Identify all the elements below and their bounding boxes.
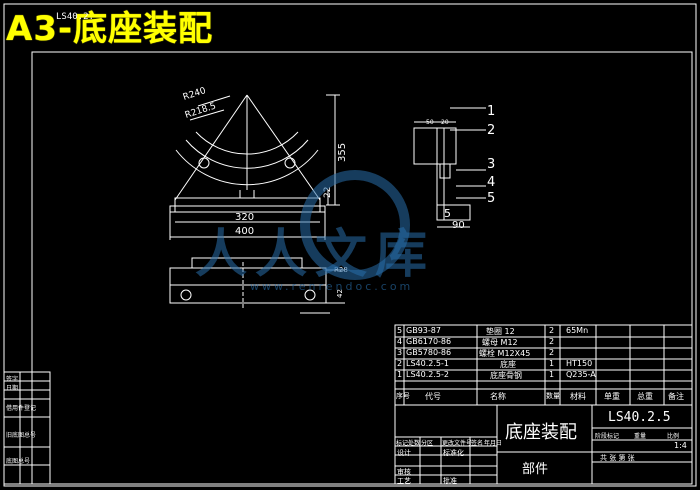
bom-row-2-material: HT150 [566,359,593,368]
bom-row-3-no: 3 [397,348,403,357]
balloon-5: 5 [487,191,495,206]
role-design: 设计 [397,449,411,457]
bom-row-2-code: LS40.2.5-1 [406,359,449,368]
bom-header-no: 序号 [396,392,410,400]
bom-header-name: 名称 [490,392,506,401]
bom-row-1-material: Q235-A [566,370,596,379]
dim-height: 355 [337,143,348,162]
bom-header-remark: 备注 [668,392,684,401]
bom-row-1-name: 底座骨钢 [490,371,522,380]
bom-row-1-qty: 1 [549,370,555,379]
outer-border [3,3,697,487]
dim-w2: 400 [235,226,254,237]
bom-row-1-no: 1 [397,370,403,379]
watermark-text: 人人文库 [195,224,436,285]
bom-header-total-weight: 总重 [637,392,653,401]
left-date: 日期 [6,385,19,392]
part-label: 部件 [522,462,549,477]
scale-label: 比例 [667,433,680,440]
role-process: 工艺 [397,477,411,485]
left-strip [3,371,51,485]
left-sign: 签字 [6,376,19,383]
dim-side-b: 20 [441,119,449,126]
bom-header-unit-weight: 单重 [604,392,620,401]
watermark-url: www.renrendoc.com [250,280,414,293]
bom-row-5-code: GB93-87 [406,326,441,335]
bom-header-material: 材料 [570,392,586,401]
bom-row-5-name: 垫圈 12 [486,327,515,336]
bom-header-code: 代号 [425,392,441,401]
dim-w1: 320 [235,212,254,223]
drawing-tag: LS40.2. [56,12,94,22]
left-base-no: 底图总号 [6,458,31,465]
side-view [413,107,486,228]
rev-count: 处数 [408,440,421,447]
scale-value: 1:4 [674,441,687,450]
std-label: 标准化 [443,449,464,457]
rev-mark: 标记 [396,440,409,447]
bom-row-3-code: GB5780-86 [406,348,452,357]
bom-row-5-material: 65Mn [566,326,589,335]
stage-label: 阶段标记 [595,433,620,440]
approve-label: 批准 [443,477,457,485]
balloon-4: 4 [487,175,495,190]
bom-row-2-name: 底座 [500,360,516,369]
dim-r-inner: R218.5 [184,101,218,120]
role-review: 审核 [397,468,411,476]
bom-row-5-no: 5 [397,326,403,335]
bom-row-2-qty: 1 [549,359,555,368]
bom-row-2-no: 2 [397,359,403,368]
left-old-no: 旧底图总号 [6,432,37,439]
balloon-5-mark: 5 [444,207,451,220]
inner-border [31,51,693,485]
dim-plan-b: 42 [336,289,344,298]
bom-row-3-name: 螺栓 M12X45 [479,349,531,358]
bom-row-3-qty: 2 [549,348,555,357]
bom-row-4-code: GB6170-86 [406,337,452,346]
bom-header-qty: 数量 [546,392,560,400]
watermark-logo [300,170,410,280]
balloon-2: 2 [487,123,495,138]
rev-date: 年月日 [484,440,503,447]
sheet-label: 共 张 第 张 [600,454,635,462]
sheet-title: A3-底座装配 [6,9,214,49]
bom-row-4-qty: 2 [549,337,555,346]
drawing-name: 底座装配 [505,422,577,443]
balloon-3: 3 [487,157,495,172]
rev-doc: 更改文件号 [442,440,473,447]
bom-row-5-qty: 2 [549,326,555,335]
rev-sign: 签名 [471,440,484,447]
balloon-1: 1 [487,104,495,119]
bom-row-1-code: LS40.2.5-2 [406,370,449,379]
dim-side-a: 50 [426,119,434,126]
dim-r-outer: R240 [182,86,208,103]
bom-table [394,324,693,406]
bom-row-4-name: 螺母 M12 [482,338,518,347]
rev-zone: 分区 [421,440,434,447]
left-borrow: 借用件登记 [6,405,37,412]
bom-row-4-no: 4 [397,337,403,346]
drawing-no: LS40.2.5 [608,410,671,425]
dim-side-c: 90 [452,220,465,231]
title-block [394,404,693,485]
weight-label: 重量 [634,433,647,440]
